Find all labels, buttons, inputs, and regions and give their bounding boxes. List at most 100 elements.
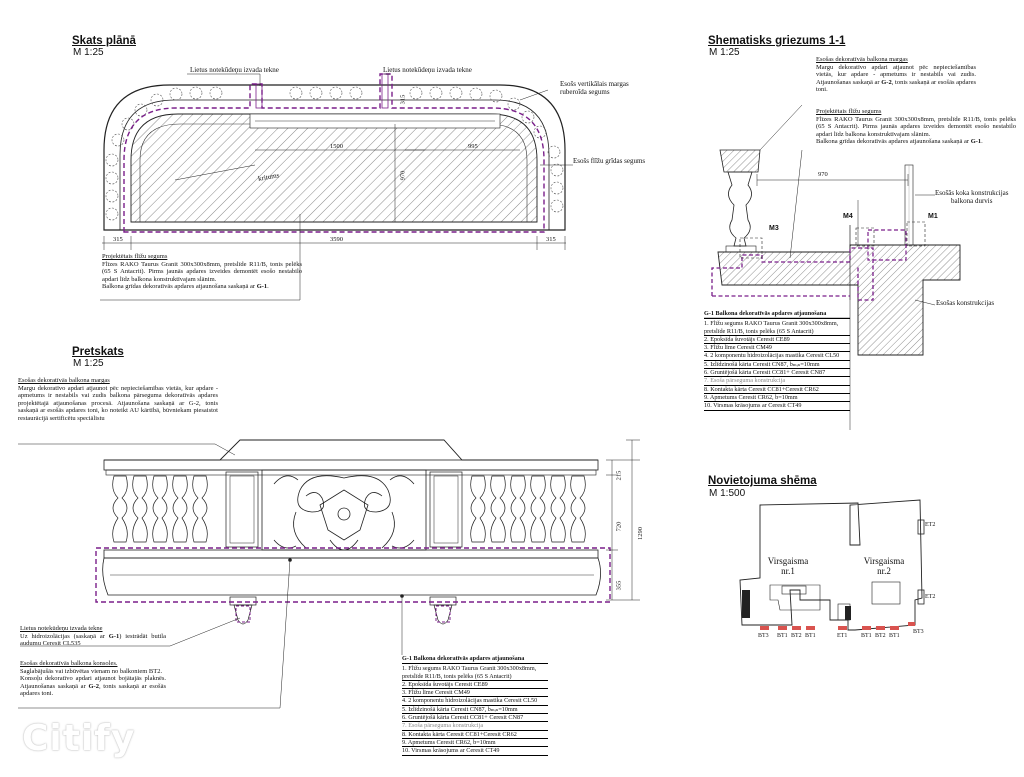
site-label: BT1 xyxy=(889,633,900,639)
site-label: BT2 xyxy=(875,633,886,639)
elevation-dim-215: 215 xyxy=(615,470,623,481)
elevation-scale: M 1:25 xyxy=(73,358,104,369)
balcony-markers xyxy=(760,622,915,630)
section-rail-title: Esošas dekoratīvās balkona margas xyxy=(816,56,908,63)
plan-dim-1500: 1500 xyxy=(330,143,343,150)
baluster-circles xyxy=(105,86,564,221)
section-proj-ref: G-1 xyxy=(970,138,982,146)
section-rail-note: Esošas dekoratīvās balkona margas Margu … xyxy=(816,56,976,94)
site-stair1-label: Virsgaisma nr.1 xyxy=(767,556,809,576)
section-marker-m1: M1 xyxy=(928,213,938,220)
site-title: Novietojuma shēma xyxy=(708,475,817,487)
section-view xyxy=(704,104,961,430)
section-legend-row: 9. Apmetums Ceresit CR62, b=10mm xyxy=(704,394,850,403)
elevation-rail-body: Margu dekoratīvo apdari atjaunot pēc nep… xyxy=(18,384,218,422)
elevation-legend-row: 9. Apmetums Ceresit CR62, b=10mm xyxy=(402,739,548,748)
site-label: BT2 xyxy=(791,633,802,639)
site-scale: M 1:500 xyxy=(709,488,746,499)
plan-dim-970: 970 xyxy=(399,170,407,181)
elevation-console-tail: , tonis saskaņā ar esošās apdares toni. xyxy=(20,682,166,698)
elevation-drain-tail: ) iestrādāt butila audumu Ceresit CL535 xyxy=(20,632,166,648)
elevation-legend-row: 8. Kontakta kārta Ceresit CC81+Ceresit C… xyxy=(402,731,548,739)
section-proj-last: Balkona grīdas dekoratīvās apdares atjau… xyxy=(816,138,971,146)
site-label: BT1 xyxy=(805,633,816,639)
elevation-view xyxy=(18,439,640,709)
site-label: BT3 xyxy=(758,633,769,639)
plan-title: Skats plānā xyxy=(72,35,136,47)
section-proj-note: Projektētais flīžu segums Flīzes RAKO Ta… xyxy=(816,108,1016,146)
elevation-rail-note: Esošas dekoratīvās balkona margas Margu … xyxy=(18,377,218,423)
plan-dim-995: 995 xyxy=(468,143,478,150)
elevation-drain-title: Lietus notekūdeņu izvada tekne xyxy=(20,625,103,632)
section-legend-row: 6. Gruntējošā kārta Ceresit CC81+ Ceresi… xyxy=(704,369,850,378)
section-title: Shematisks griezums 1-1 xyxy=(708,35,846,47)
plan-proj-last: Balkona grīdas dekoratīvās apdares atjau… xyxy=(102,283,269,291)
site-et2-top: ET2 xyxy=(925,522,936,528)
section-marker-m4: M4 xyxy=(843,213,853,220)
plan-proj-last-text: Balkona grīdas dekoratīvās apdares atjau… xyxy=(102,283,257,291)
section-legend-row: 10. Virsmas krāsojums ar Ceresit CT49 xyxy=(704,402,850,411)
site-label: BT1 xyxy=(861,633,872,639)
section-proj-body: Flīzes RAKO Taurus Granit 300x300x8mm, p… xyxy=(816,115,1016,138)
section-existing-label: Esošas konstrukcijas xyxy=(936,299,995,307)
site-label: ET1 xyxy=(837,633,848,639)
plan-tile-floor-label: Esošs flīžu grīdas segums xyxy=(573,157,646,165)
elevation-legend-row: 6. Gruntējošā kārta Ceresit CC81+ Ceresi… xyxy=(402,714,548,723)
section-legend-row: 7. Esoša pārseguma konstrukcija xyxy=(704,377,850,386)
plan-dim-3590: 3590 xyxy=(330,236,343,243)
site-stair2-label: Virsgaisma nr.2 xyxy=(863,556,905,576)
section-legend-row: 3. Flīžu līme Ceresit CM49 xyxy=(704,344,850,353)
plan-proj-note: Projektētais flīžu segums Flīzes RAKO Ta… xyxy=(102,253,302,291)
plan-drain-right-label: Lietus notekūdeņu izvada tekne xyxy=(383,66,472,74)
elevation-rail-title: Esošas dekoratīvās balkona margas xyxy=(18,377,110,384)
elevation-legend-row: 10. Virsmas krāsojums ar Ceresit CT49 xyxy=(402,747,548,756)
elevation-console-note: Esošas dekoratīvās balkona konsoles. Sag… xyxy=(20,660,166,698)
elevation-legend-row: 7. Esoša pārseguma konstrukcija xyxy=(402,722,548,731)
site-label: BT3 xyxy=(913,629,924,635)
section-wood-label: Esošās koka konstrukcijas balkona durvis xyxy=(935,189,1009,205)
section-marker-m3: M3 xyxy=(769,225,779,232)
elevation-dim-1290: 1290 xyxy=(637,527,644,540)
section-legend-row: 4. 2 komponentu hidroizolācijas mastika … xyxy=(704,352,850,361)
elevation-legend-row: 1. Flīžu segums RAKO Taurus Granit 300x3… xyxy=(402,665,548,681)
plan-rubber-coat-label: Esošs vertikālais margas ruberoīda segum… xyxy=(560,80,629,96)
elevation-legend-row: 5. Izlīdzinošā kārta Ceresit CN87, bₘᵢₙ=… xyxy=(402,706,548,715)
plan-proj-title: Projektētais flīžu segums xyxy=(102,253,168,260)
section-rail-tail: , tonis saskaņā ar esošās apdares toni. xyxy=(816,78,976,94)
section-legend: G-1 Balkona dekoratīvās apdares atjaunoš… xyxy=(704,310,850,411)
section-proj-title: Projektētais flīžu segums xyxy=(816,108,882,115)
section-legend-row: 5. Izlīdzinošā kārta Ceresit CN87, bₘᵢₙ=… xyxy=(704,361,850,370)
elevation-legend: G-1 Balkona dekoratīvās apdares atjaunoš… xyxy=(402,655,548,756)
elevation-drain-body: Uz hidroizolācijas (saskaņā ar xyxy=(20,632,109,640)
section-rail-ref: G-2 xyxy=(881,78,892,86)
elevation-drain-note: Lietus notekūdeņu izvada tekne Uz hidroi… xyxy=(20,625,166,648)
section-dim-970: 970 xyxy=(818,171,828,178)
elevation-console-body2: Konsoļu dekoratīvo apdari atjaunot bojāt… xyxy=(20,675,166,690)
elevation-dim-720: 720 xyxy=(615,521,623,532)
elevation-title: Pretskats xyxy=(72,346,124,358)
elevation-legend-row: 4. 2 komponentu hidroizolācijas mastika … xyxy=(402,697,548,706)
plan-scale: M 1:25 xyxy=(73,47,104,58)
elevation-legend-row: 2. Epoksīda šuvotājs Ceresit CE89 xyxy=(402,681,548,690)
site-plan xyxy=(739,499,925,631)
section-legend-row: 8. Kontakta kārta Ceresit CC81+Ceresit C… xyxy=(704,386,850,394)
elevation-console-ref: G-2 xyxy=(88,682,99,690)
plan-dim-left-315: 315 xyxy=(113,236,123,243)
site-et2-bottom: ET2 xyxy=(925,594,936,600)
plan-proj-ref: G-1 xyxy=(256,283,268,291)
section-rail-body: Margu dekoratīvo apdari atjaunot pēc nep… xyxy=(816,63,976,86)
elevation-legend-row: 3. Flīžu līme Ceresit CM49 xyxy=(402,689,548,698)
plan-dim-315: 315 xyxy=(399,94,407,105)
elevation-console-body: Saglabājušās vai izbūvētas vienam no bal… xyxy=(20,667,163,675)
section-legend-row: 2. Epoksīda šuvotājs Ceresit CE89 xyxy=(704,336,850,345)
section-scale: M 1:25 xyxy=(709,47,740,58)
elevation-drain-ref: G-1 xyxy=(108,632,120,640)
section-legend-title: G-1 Balkona dekoratīvās apdares atjaunoš… xyxy=(704,310,850,320)
elevation-dim-355: 355 xyxy=(615,580,623,591)
elevation-legend-title: G-1 Balkona dekoratīvās apdares atjaunoš… xyxy=(402,655,548,665)
site-label: BT1 xyxy=(777,633,788,639)
elevation-consoles xyxy=(229,596,457,625)
watermark-logo: Citify xyxy=(22,718,136,759)
